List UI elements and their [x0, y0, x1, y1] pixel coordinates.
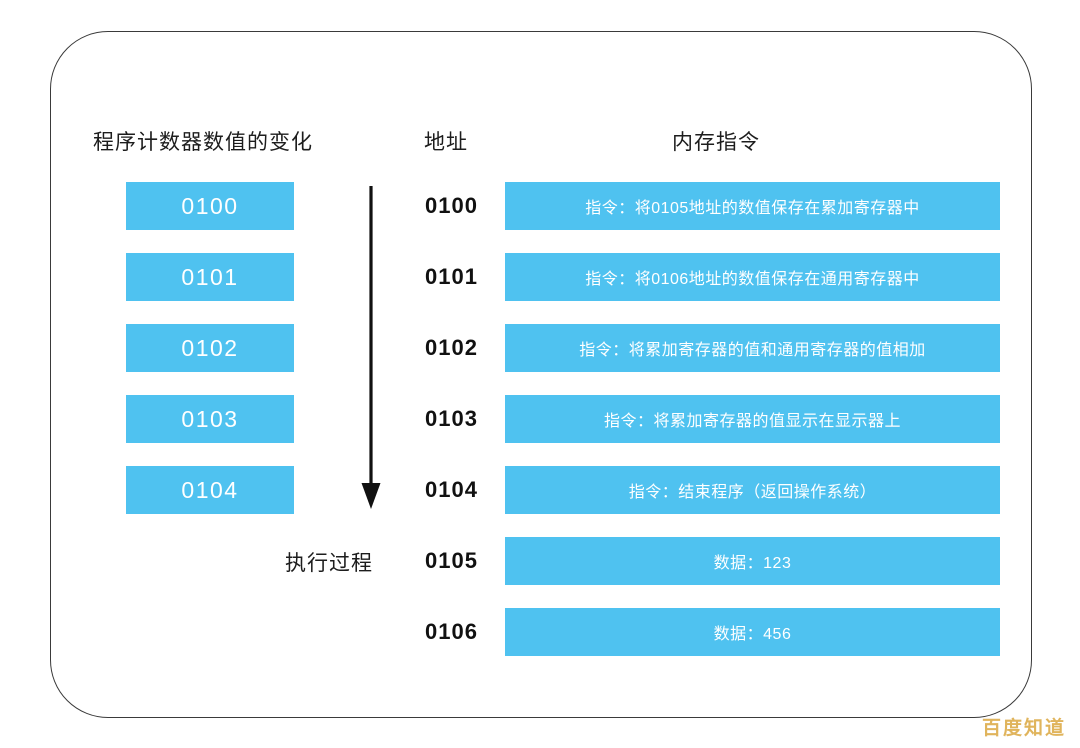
memory-address: 0106: [425, 619, 478, 644]
memory-address: 0103: [425, 406, 478, 431]
table-row: 0101 指令：将0106地址的数值保存在通用寄存器中: [425, 253, 1000, 301]
memory-table: 0100 指令：将0105地址的数值保存在累加寄存器中 0101 指令：将010…: [425, 182, 1000, 679]
memory-content: 数据：456: [505, 608, 1000, 656]
memory-address: 0104: [425, 477, 478, 502]
program-counter-box: 0102: [126, 324, 294, 372]
memory-address: 0105: [425, 548, 478, 573]
memory-content: 数据：123: [505, 537, 1000, 585]
memory-content: 指令：将累加寄存器的值和通用寄存器的值相加: [505, 324, 1000, 372]
table-row: 0106 数据：456: [425, 608, 1000, 656]
table-row: 0104 指令：结束程序（返回操作系统）: [425, 466, 1000, 514]
memory-address: 0100: [425, 193, 478, 218]
table-row: 0100 指令：将0105地址的数值保存在累加寄存器中: [425, 182, 1000, 230]
program-counter-box: 0100: [126, 182, 294, 230]
execution-process-label: 执行过程: [285, 552, 373, 575]
execution-flow-arrow-icon: [361, 186, 381, 509]
program-counter-box: 0101: [126, 253, 294, 301]
memory-content: 指令：将累加寄存器的值显示在显示器上: [505, 395, 1000, 443]
program-counter-box: 0103: [126, 395, 294, 443]
diagram-frame: [50, 31, 1032, 718]
header-address: 地址: [424, 131, 468, 154]
program-counter-box: 0104: [126, 466, 294, 514]
memory-address: 0102: [425, 335, 478, 360]
header-memory-instruction: 内存指令: [672, 131, 760, 154]
table-row: 0105 数据：123: [425, 537, 1000, 585]
memory-content: 指令：将0106地址的数值保存在通用寄存器中: [505, 253, 1000, 301]
memory-content: 指令：将0105地址的数值保存在累加寄存器中: [505, 182, 1000, 230]
program-counter-column: 0100 0101 0102 0103 0104: [126, 182, 294, 537]
watermark: 百度知道: [981, 718, 1066, 739]
table-row: 0103 指令：将累加寄存器的值显示在显示器上: [425, 395, 1000, 443]
memory-address: 0101: [425, 264, 478, 289]
table-row: 0102 指令：将累加寄存器的值和通用寄存器的值相加: [425, 324, 1000, 372]
memory-content: 指令：结束程序（返回操作系统）: [505, 466, 1000, 514]
header-program-counter: 程序计数器数值的变化: [93, 131, 313, 154]
